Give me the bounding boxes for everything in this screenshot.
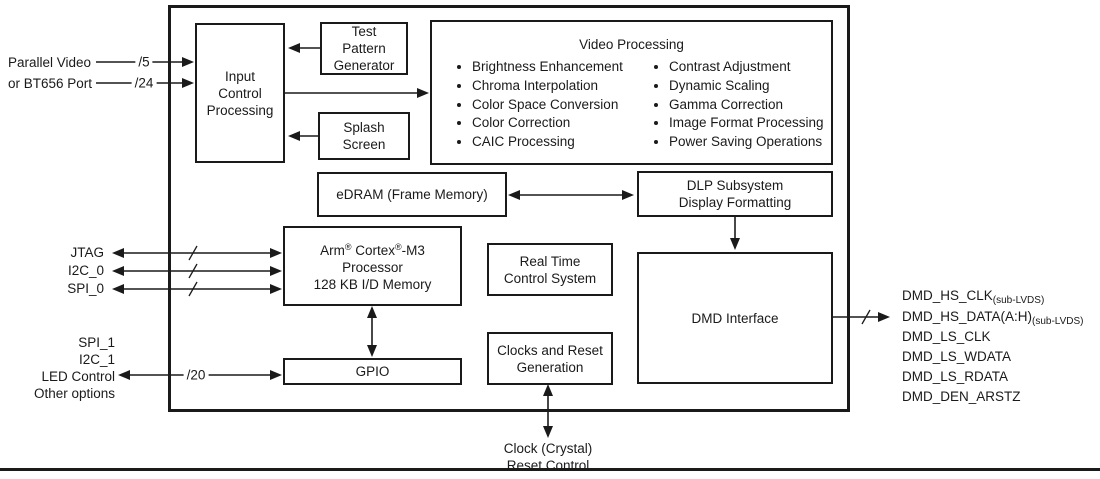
video-processing-title: Video Processing xyxy=(579,37,684,52)
feature-item: Dynamic Scaling xyxy=(669,77,824,96)
signal-name: DMD_LS_CLK xyxy=(902,329,991,344)
block-label: DMD Interface xyxy=(691,310,779,326)
arrowhead-left-icon xyxy=(118,370,130,380)
feature-item: Image Format Processing xyxy=(669,114,824,133)
arrowhead-left-icon xyxy=(112,248,124,258)
block-label: Pattern xyxy=(342,41,386,56)
block-clocks-and-reset-generation: Clocks and Reset Generation xyxy=(487,332,613,385)
dmd-output-ls-clk: DMD_LS_CLK xyxy=(902,328,991,346)
dmd-output-hs-data: DMD_HS_DATA(A:H)(sub-LVDS) xyxy=(902,308,1084,331)
registered-mark: ® xyxy=(344,242,352,252)
arrowhead-down-icon xyxy=(543,426,553,438)
arm-text: Arm xyxy=(320,243,345,258)
video-processing-feature-list-right: Contrast Adjustment Dynamic Scaling Gamm… xyxy=(654,58,824,152)
feature-item: Chroma Interpolation xyxy=(472,77,623,96)
arm-text: Cortex xyxy=(351,243,395,258)
signal-name: DMD_DEN_ARSTZ xyxy=(902,389,1021,404)
video-processing-feature-list-left: Brightness Enhancement Chroma Interpolat… xyxy=(457,58,623,152)
block-label: Display Formatting xyxy=(678,195,792,210)
block-video-processing: Video Processing Brightness Enhancement … xyxy=(430,20,833,165)
port-label-spi1: SPI_1 xyxy=(78,335,115,350)
block-label: Screen xyxy=(342,137,386,152)
block-label: GPIO xyxy=(355,364,390,379)
block-label: eDRAM (Frame Memory) xyxy=(336,187,488,202)
video-input-label-line2: or BT656 Port xyxy=(8,76,93,91)
port-label-i2c0: I2C_0 xyxy=(67,263,104,278)
port-label-led-control: LED Control xyxy=(41,369,115,384)
port-label-jtag: JTAG xyxy=(70,245,105,260)
block-label: Real Time xyxy=(519,253,581,269)
block-label: Input xyxy=(224,68,256,84)
arrowhead-left-icon xyxy=(112,284,124,294)
dmd-output-ls-rdata: DMD_LS_RDATA xyxy=(902,368,1008,386)
page-divider-rule xyxy=(0,468,1100,471)
arm-text: -M3 xyxy=(401,243,425,258)
signal-name: DMD_LS_RDATA xyxy=(902,369,1009,384)
block-label: Test xyxy=(351,24,377,39)
block-dlp-subsystem-display-formatting: DLP Subsystem Display Formatting xyxy=(637,171,833,217)
dmd-output-den-arstz: DMD_DEN_ARSTZ xyxy=(902,388,1021,406)
arrowhead-left-icon xyxy=(112,266,124,276)
block-label: Splash xyxy=(343,120,385,135)
block-label: Generation xyxy=(516,359,584,375)
block-dmd-interface: DMD Interface xyxy=(637,252,833,384)
feature-item: CAIC Processing xyxy=(472,133,623,152)
block-label: Processor xyxy=(342,260,403,275)
port-label-spi0: SPI_0 xyxy=(67,281,104,296)
bus-width-5: /5 xyxy=(135,54,153,70)
clock-crystal-label: Clock (Crystal) xyxy=(503,441,593,456)
port-label-other-options: Other options xyxy=(33,386,115,401)
bus-width-24: /24 xyxy=(131,75,157,91)
signal-name: DMD_LS_WDATA xyxy=(902,349,1012,364)
dmd-output-hs-clk: DMD_HS_CLK(sub-LVDS) xyxy=(902,287,1044,310)
block-edram-frame-memory: eDRAM (Frame Memory) xyxy=(317,172,507,217)
block-label: Clocks and Reset xyxy=(497,342,603,358)
video-input-label-line1: Parallel Video xyxy=(8,55,92,70)
block-gpio: GPIO xyxy=(283,358,462,385)
block-test-pattern-generator: Test Pattern Generator xyxy=(320,22,408,75)
block-label: Arm® Cortex®-M3 xyxy=(320,239,425,259)
block-label: 128 KB I/D Memory xyxy=(313,277,432,292)
reset-control-label: Reset Control xyxy=(506,458,590,473)
signal-subscript: (sub-LVDS) xyxy=(992,295,1045,306)
bus-width-20: /20 xyxy=(183,367,209,383)
feature-item: Brightness Enhancement xyxy=(472,58,623,77)
signal-name: DMD_HS_CLK xyxy=(902,288,993,303)
signal-name: DMD_HS_DATA(A:H) xyxy=(902,309,1033,324)
feature-item: Color Correction xyxy=(472,114,623,133)
bus-slash-icon xyxy=(861,309,871,325)
block-label: Generator xyxy=(333,58,395,73)
block-label: Control System xyxy=(503,270,597,286)
feature-item: Gamma Correction xyxy=(669,96,824,115)
feature-item: Power Saving Operations xyxy=(669,133,824,152)
arrowhead-right-icon xyxy=(878,312,890,322)
block-input-control-processing: Input Control Processing xyxy=(195,23,285,163)
feature-item: Color Space Conversion xyxy=(472,96,623,115)
feature-item: Contrast Adjustment xyxy=(669,58,824,77)
block-label: Processing xyxy=(206,102,274,118)
port-label-i2c1: I2C_1 xyxy=(78,352,115,367)
block-arm-cortex-m3-processor: Arm® Cortex®-M3 Processor 128 KB I/D Mem… xyxy=(283,226,462,306)
block-splash-screen: Splash Screen xyxy=(318,112,410,160)
block-label: Control xyxy=(218,85,262,101)
registered-mark: ® xyxy=(395,242,402,252)
block-real-time-control-system: Real Time Control System xyxy=(487,243,613,296)
block-label: DLP Subsystem xyxy=(686,178,784,193)
signal-subscript: (sub-LVDS) xyxy=(1032,316,1084,327)
dmd-output-ls-wdata: DMD_LS_WDATA xyxy=(902,348,1011,366)
